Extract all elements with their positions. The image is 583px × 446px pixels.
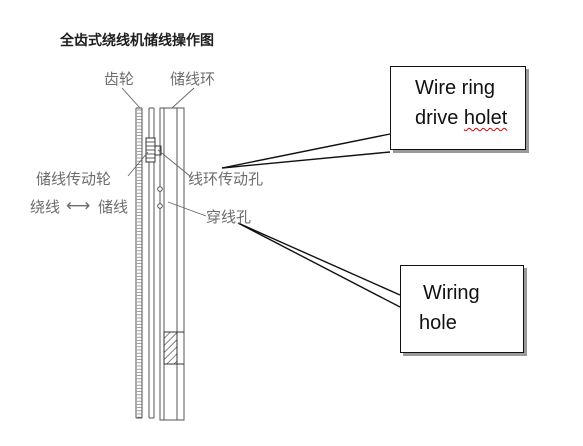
storage-drive-wheel [145, 137, 162, 163]
diagram-title: 全齿式绕线机储线操作图 [60, 33, 214, 49]
label-storing: 储线 [98, 198, 129, 216]
callout-word-drive: drive [415, 107, 464, 129]
callout-line-2: hole [419, 312, 457, 334]
callout-word-holet: holet [463, 107, 508, 129]
callout-line-2: drive holet [415, 103, 525, 133]
callout-wiring-hole: Wiring hole [400, 265, 524, 353]
callout-wire-ring-drive-hole: Wire ring drive holet [390, 66, 526, 150]
hatched-block [163, 331, 184, 365]
leader-lines [121, 87, 207, 217]
wiring-hole [157, 203, 163, 209]
gear-teeth [137, 109, 142, 418]
callout-line-1: Wire ring [415, 77, 496, 99]
gear-rail [135, 107, 143, 419]
label-wiring-hole: 穿线孔 [206, 208, 252, 226]
callout-pointers [221, 133, 401, 308]
label-storage-drive-wheel: 储线传动轮 [36, 170, 112, 188]
label-storage-ring: 储线环 [170, 70, 216, 88]
callout-line-1: Wiring [423, 282, 480, 304]
ring-drive-hole [157, 186, 163, 192]
label-arrow: ⟷ [66, 196, 91, 216]
label-winding: 绕线 [30, 198, 61, 216]
label-ring-drive-hole: 线环传动孔 [188, 170, 264, 188]
label-gear: 齿轮 [104, 70, 135, 88]
